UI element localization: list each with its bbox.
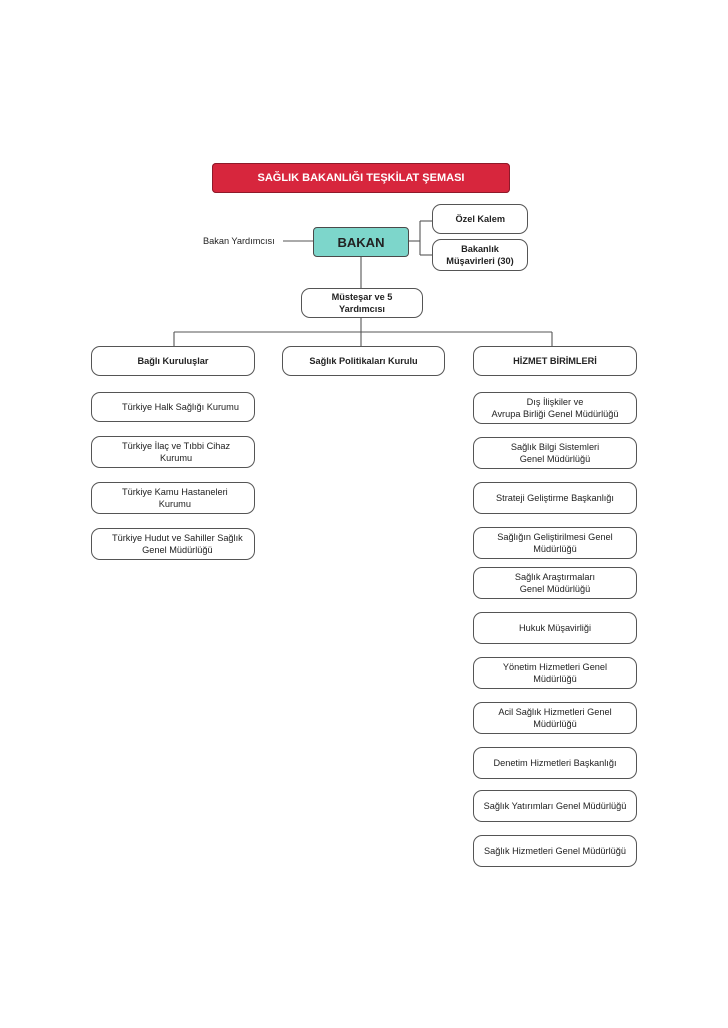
- mustesar-box: Müsteşar ve 5 Yardımcısı: [301, 288, 423, 318]
- saglik-politikalari-label: Sağlık Politikaları Kurulu: [309, 356, 418, 366]
- bakan-box: BAKAN: [313, 227, 409, 257]
- hizmet-birimi-item: Yönetim Hizmetleri Genel Müdürlüğü: [473, 657, 637, 689]
- hizmet-birimi-item: Strateji Geliştirme Başkanlığı: [473, 482, 637, 514]
- bagli-kurulus-label: Türkiye Halk Sağlığı Kurumu: [122, 402, 239, 412]
- hizmet-birimi-item: Sağlığın Geliştirilmesi Genel Müdürlüğü: [473, 527, 637, 559]
- bagli-kuruluslar-label: Bağlı Kuruluşlar: [137, 356, 209, 366]
- bagli-kurulus-item: Türkiye İlaç ve Tıbbi Cihaz Kurumu: [91, 436, 255, 468]
- mustesar-label: Müsteşar ve 5 Yardımcısı: [331, 292, 393, 314]
- hizmet-birimleri-label: HİZMET BİRİMLERİ: [513, 356, 597, 366]
- hizmet-birimi-label: Sağlık Araştırmaları Genel Müdürlüğü: [514, 572, 596, 594]
- bagli-kurulus-label: Türkiye Hudut ve Sahiller Sağlık Genel M…: [112, 533, 243, 555]
- hizmet-birimi-label: Acil Sağlık Hizmetleri Genel Müdürlüğü: [498, 707, 612, 729]
- ozel-kalem-box: Özel Kalem: [432, 204, 528, 234]
- bagli-kurulus-item: Türkiye Halk Sağlığı Kurumu: [91, 392, 255, 422]
- hizmet-birimi-label: Sağlık Hizmetleri Genel Müdürlüğü: [484, 846, 626, 856]
- bakanlik-musavirleri-box: Bakanlık Müşavirleri (30): [432, 239, 528, 271]
- hizmet-birimi-item: Sağlık Bilgi Sistemleri Genel Müdürlüğü: [473, 437, 637, 469]
- hizmet-birimi-label: Yönetim Hizmetleri Genel Müdürlüğü: [502, 662, 608, 684]
- hizmet-birimi-label: Sağlığın Geliştirilmesi Genel Müdürlüğü: [497, 532, 613, 554]
- hizmet-birimi-item: Dış İlişkiler ve Avrupa Birliği Genel Mü…: [473, 392, 637, 424]
- hizmet-birimi-label: Denetim Hizmetleri Başkanlığı: [493, 758, 617, 768]
- bakan-label: BAKAN: [337, 234, 385, 250]
- chart-title: SAĞLIK BAKANLIĞI TEŞKİLAT ŞEMASI: [212, 163, 510, 193]
- hizmet-birimi-item: Hukuk Müşavirliği: [473, 612, 637, 644]
- ozel-kalem-label: Özel Kalem: [455, 214, 505, 224]
- bagli-kurulus-label: Türkiye Kamu Hastaneleri Kurumu: [122, 487, 228, 509]
- hizmet-birimi-label: Strateji Geliştirme Başkanlığı: [496, 493, 614, 503]
- bakanlik-musavirleri-label: Bakanlık Müşavirleri (30): [446, 244, 514, 266]
- saglik-politikalari-header: Sağlık Politikaları Kurulu: [282, 346, 445, 376]
- hizmet-birimi-item: Sağlık Yatırımları Genel Müdürlüğü: [473, 790, 637, 822]
- hizmet-birimi-item: Denetim Hizmetleri Başkanlığı: [473, 747, 637, 779]
- bagli-kurulus-label: Türkiye İlaç ve Tıbbi Cihaz Kurumu: [122, 441, 231, 463]
- hizmet-birimi-label: Dış İlişkiler ve Avrupa Birliği Genel Mü…: [491, 397, 619, 419]
- hizmet-birimi-label: Sağlık Bilgi Sistemleri Genel Müdürlüğü: [510, 442, 600, 464]
- bagli-kuruluslar-header: Bağlı Kuruluşlar: [91, 346, 255, 376]
- hizmet-birimi-item: Sağlık Hizmetleri Genel Müdürlüğü: [473, 835, 637, 867]
- bagli-kurulus-item: Türkiye Hudut ve Sahiller Sağlık Genel M…: [91, 528, 255, 560]
- bakan-yardimcisi-label: Bakan Yardımcısı: [203, 236, 275, 246]
- hizmet-birimleri-header: HİZMET BİRİMLERİ: [473, 346, 637, 376]
- hizmet-birimi-label: Sağlık Yatırımları Genel Müdürlüğü: [483, 801, 627, 811]
- hizmet-birimi-item: Acil Sağlık Hizmetleri Genel Müdürlüğü: [473, 702, 637, 734]
- hizmet-birimi-label: Hukuk Müşavirliği: [519, 623, 591, 633]
- hizmet-birimi-item: Sağlık Araştırmaları Genel Müdürlüğü: [473, 567, 637, 599]
- bagli-kurulus-item: Türkiye Kamu Hastaneleri Kurumu: [91, 482, 255, 514]
